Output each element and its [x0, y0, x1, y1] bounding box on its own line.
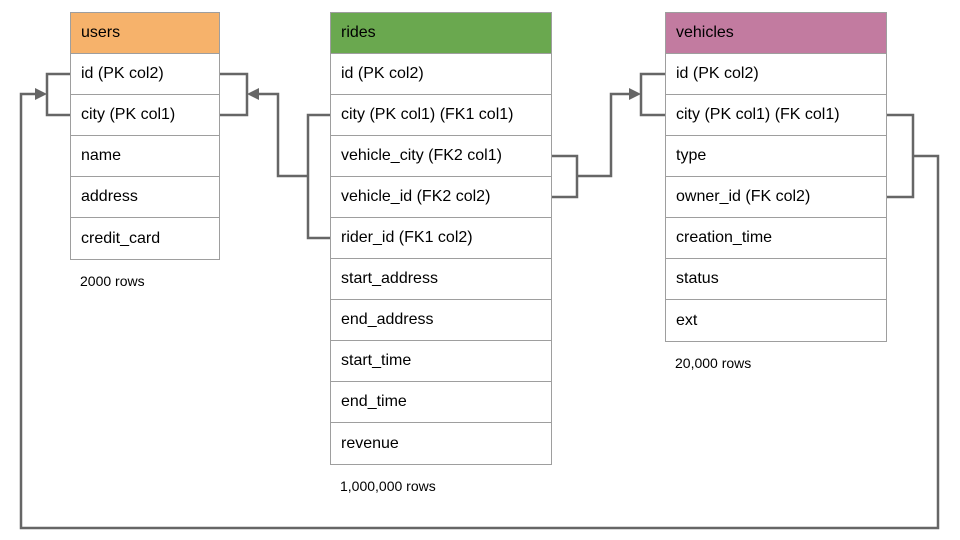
users-pk-bracket-left — [45, 72, 70, 117]
column-row-start_time: start_time — [331, 341, 551, 382]
vehicles-fk-bracket — [887, 113, 915, 199]
table-box: vehicles id (PK col2)city (PK col1) (FK … — [665, 12, 887, 342]
column-row-credit_card: credit_card — [71, 218, 219, 259]
relationship-rides-users — [220, 72, 330, 240]
table-box: rides id (PK col2)city (PK col1) (FK1 co… — [330, 12, 552, 465]
column-row-city: city (PK col1) — [71, 95, 219, 136]
arrowhead-into-users-left — [35, 88, 47, 100]
column-row-address: address — [71, 177, 219, 218]
arrowhead-into-users-right — [247, 88, 259, 100]
column-row-start_address: start_address — [331, 259, 551, 300]
column-row-vehicle_id: vehicle_id (FK2 col2) — [331, 177, 551, 218]
arrowhead-into-vehicles — [629, 88, 641, 100]
column-row-city: city (PK col1) (FK1 col1) — [331, 95, 551, 136]
rides-users-connector — [259, 92, 308, 178]
table-vehicles: vehicles id (PK col2)city (PK col1) (FK … — [665, 12, 887, 371]
rides-fk1-bracket — [306, 113, 330, 240]
vehicles-users-connector — [19, 92, 940, 530]
table-rows: id (PK col2)city (PK col1) (FK col1)type… — [666, 54, 886, 341]
column-row-ext: ext — [666, 300, 886, 341]
table-rows: id (PK col2)city (PK col1) (FK1 col1)veh… — [331, 54, 551, 464]
column-row-status: status — [666, 259, 886, 300]
column-row-owner_id: owner_id (FK col2) — [666, 177, 886, 218]
column-row-id: id (PK col2) — [331, 54, 551, 95]
row-count-label: 20,000 rows — [675, 355, 752, 371]
column-row-vehicle_city: vehicle_city (FK2 col1) — [331, 136, 551, 177]
column-row-rider_id: rider_id (FK1 col2) — [331, 218, 551, 259]
column-row-revenue: revenue — [331, 423, 551, 464]
column-row-city: city (PK col1) (FK col1) — [666, 95, 886, 136]
column-row-name: name — [71, 136, 219, 177]
column-row-id: id (PK col2) — [71, 54, 219, 95]
table-rides: rides id (PK col2)city (PK col1) (FK1 co… — [330, 12, 552, 494]
table-title: users — [71, 13, 219, 54]
table-title: vehicles — [666, 13, 886, 54]
row-count-label: 2000 rows — [80, 273, 145, 289]
column-row-end_time: end_time — [331, 382, 551, 423]
relationship-rides-vehicles — [552, 72, 665, 199]
relationship-vehicles-users — [19, 72, 940, 530]
rides-fk2-bracket — [552, 154, 579, 199]
users-pk-bracket — [220, 72, 249, 117]
rides-vehicles-connector — [577, 92, 629, 178]
column-row-type: type — [666, 136, 886, 177]
column-row-id: id (PK col2) — [666, 54, 886, 95]
row-count-label: 1,000,000 rows — [340, 478, 436, 494]
column-row-creation_time: creation_time — [666, 218, 886, 259]
column-row-end_address: end_address — [331, 300, 551, 341]
vehicles-pk-bracket — [639, 72, 665, 117]
table-title: rides — [331, 13, 551, 54]
